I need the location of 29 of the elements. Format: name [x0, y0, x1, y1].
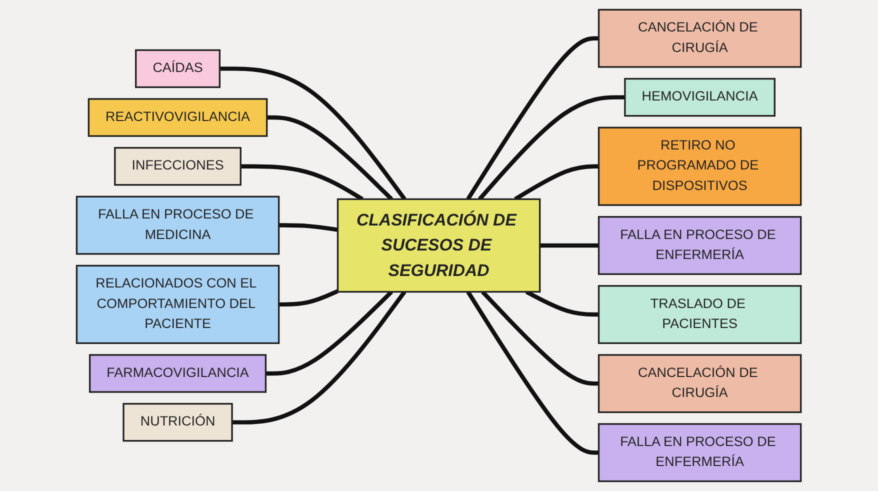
- node-box: [598, 8, 802, 68]
- node-box: [598, 216, 802, 275]
- connector: [266, 290, 394, 376]
- node-box: [76, 196, 280, 255]
- node-box: [598, 354, 802, 414]
- connector: [267, 115, 394, 201]
- node-box: [598, 285, 802, 344]
- connector: [540, 243, 599, 248]
- node-box: [598, 423, 802, 482]
- node-box: [135, 49, 221, 88]
- node-box: [598, 126, 802, 206]
- connector: [279, 289, 339, 307]
- connector: [220, 66, 407, 200]
- connector: [514, 164, 599, 201]
- mind-map-drawing: CLASIFICACIÓN DE SUCESOS DE SEGURIDAD CAÍDAS REACTIVOVIGILANCIA INFECCIONES FALLA EN PROCESO DE MEDICINA RELACIONADOS CON EL COMPORTAMIENTO DEL PACIENTE FARMACOVIGILANCIA NUTRICIÓN CANCELACIÓN DE CIRUGÍA HEMOVIGILANCIA RETIRO NO PROGRAMADO DE DISPOSITIVOS FALLA EN PROCESO DE ENFERMERÍA TRASLADO DE PACIENTES CANCELACIÓN DE CIRUGÍA FALLA EN PROCESO DE ENFERMERÍA: [70, 3, 808, 488]
- node-box: [76, 264, 280, 344]
- node-box: [624, 78, 776, 117]
- node-box: [88, 98, 268, 137]
- connector: [466, 36, 599, 200]
- node-box: [114, 146, 242, 186]
- connector: [240, 164, 364, 201]
- node-box: [122, 402, 234, 442]
- connector: [481, 290, 599, 386]
- node-box: [89, 354, 267, 393]
- connector: [478, 95, 626, 201]
- node-box: [337, 198, 541, 293]
- connector: [232, 290, 407, 424]
- connector: [279, 223, 338, 232]
- connector: [466, 290, 599, 455]
